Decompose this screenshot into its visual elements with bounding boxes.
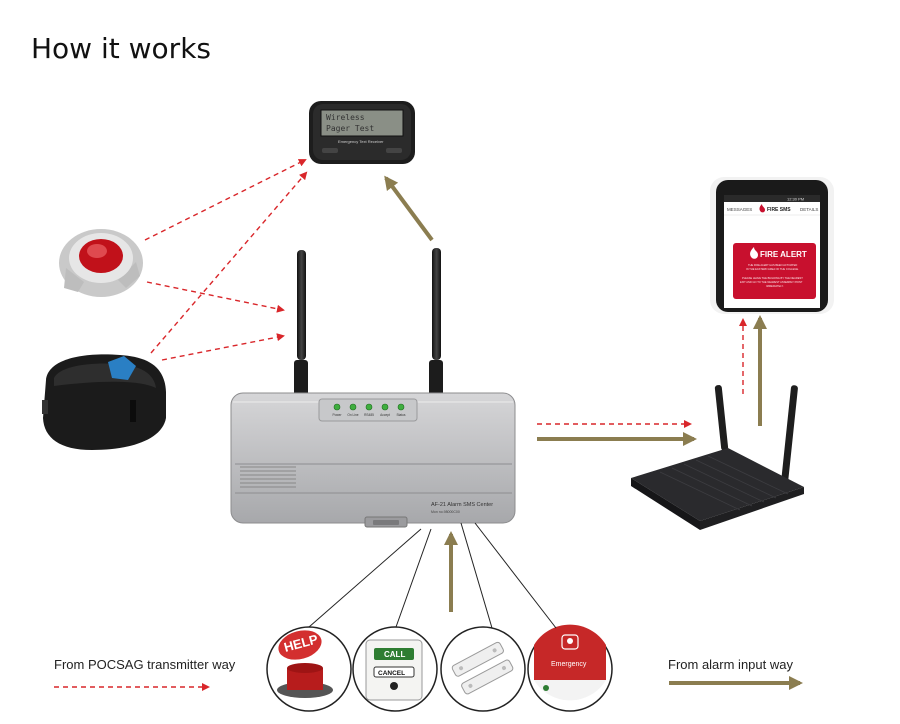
alert-line-4: EXIT AND GO TO THE NEAREST ASSEMBLY POIN… [740, 280, 803, 284]
input-wires [308, 522, 557, 629]
panic-button-device [59, 229, 143, 297]
status-led-label: RS485 [364, 413, 374, 417]
status-led [349, 403, 357, 411]
pager-line-2: Pager Test [326, 124, 374, 133]
right-antenna [429, 248, 443, 396]
phone-nav-fire-sms: FIRE SMS [767, 207, 791, 213]
call-cancel-input: CALL CANCEL [352, 626, 438, 712]
sms-center-sub: Mon no.98000C00 [431, 510, 460, 514]
status-led [397, 403, 405, 411]
help-button-input: HELP [266, 626, 352, 712]
status-led-label: Power [332, 413, 342, 417]
emergency-button-input: Emergency [527, 624, 613, 712]
pager-line-1: Wireless [326, 113, 365, 122]
sms-center-model: AF-21 Alarm SMS Center [431, 502, 493, 508]
legend-alarm-input-label: From alarm input way [668, 657, 793, 672]
status-led [365, 403, 373, 411]
alert-title: FIRE ALERT [760, 250, 807, 259]
alert-line-5: IMMEDIATELY. [766, 284, 784, 288]
alert-line-3: PLEASE LEAVE THE BUILDING BY THE NEAREST [742, 276, 803, 280]
alarm-input-arrows [384, 175, 803, 690]
status-led-label: On Line [347, 413, 358, 417]
phone-nav-messages: MESSAGES [727, 207, 752, 212]
phone-fire-icon [759, 204, 765, 213]
pocsag-arrows [54, 159, 747, 691]
cancel-label: CANCEL [378, 670, 405, 677]
alert-line-2: IN THE EASTERN AREA OF THE COLLEGE. [746, 267, 799, 271]
vent-grille [240, 466, 296, 488]
pager-device: Wireless Pager Test Emergency Text Recei… [309, 101, 415, 164]
phone-time: 12:30 PM [787, 197, 804, 202]
alarm-sms-center: Power On Line RS485 Accept Status AF-21 Alar… [230, 392, 516, 528]
status-led-label: Accept [380, 413, 390, 417]
alert-line-1: THE FIRE ALERT HAS BEEN ACTIVATED [748, 263, 797, 267]
door-magnet-input [440, 626, 526, 712]
alert-fire-icon [750, 247, 758, 259]
pager-footer: Emergency Text Receiver [338, 139, 384, 144]
smartphone: 12:30 PM MESSAGES FIRE SMS DETAILS FIRE … [710, 177, 834, 314]
left-antenna [294, 250, 308, 396]
phone-nav-details: DETAILS [800, 207, 818, 212]
status-led [333, 403, 341, 411]
page-title: How it works [31, 32, 211, 65]
call-label: CALL [384, 650, 405, 659]
wifi-router [631, 385, 804, 530]
status-led-label: Status [396, 413, 405, 417]
wireless-remote-device [42, 354, 166, 450]
legend-pocsag-label: From POCSAG transmitter way [54, 657, 236, 672]
status-led [381, 403, 389, 411]
status-leds: Power On Line RS485 Accept Status [332, 403, 406, 417]
emergency-label: Emergency [551, 661, 587, 668]
